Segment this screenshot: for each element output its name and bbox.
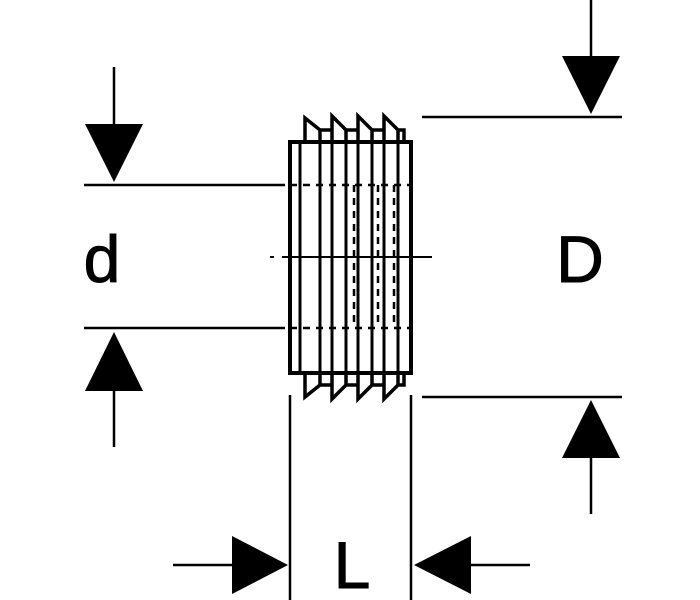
sleeve-part (270, 111, 432, 404)
dimension-D: D (422, 0, 622, 514)
arrow-L-left (232, 536, 288, 594)
label-d: d (84, 222, 121, 296)
arrow-D-top (562, 56, 620, 114)
dimension-L: L (173, 395, 530, 600)
label-D: D (556, 222, 604, 296)
thread-teeth-top (303, 111, 406, 142)
label-L: L (334, 528, 371, 600)
arrow-L-right (414, 536, 471, 594)
arrow-d-bottom (85, 332, 143, 391)
arrow-d-top (85, 124, 143, 182)
arrow-D-bottom (562, 400, 620, 458)
thread-teeth-bottom (303, 373, 406, 404)
dimension-d: d (83, 67, 285, 447)
